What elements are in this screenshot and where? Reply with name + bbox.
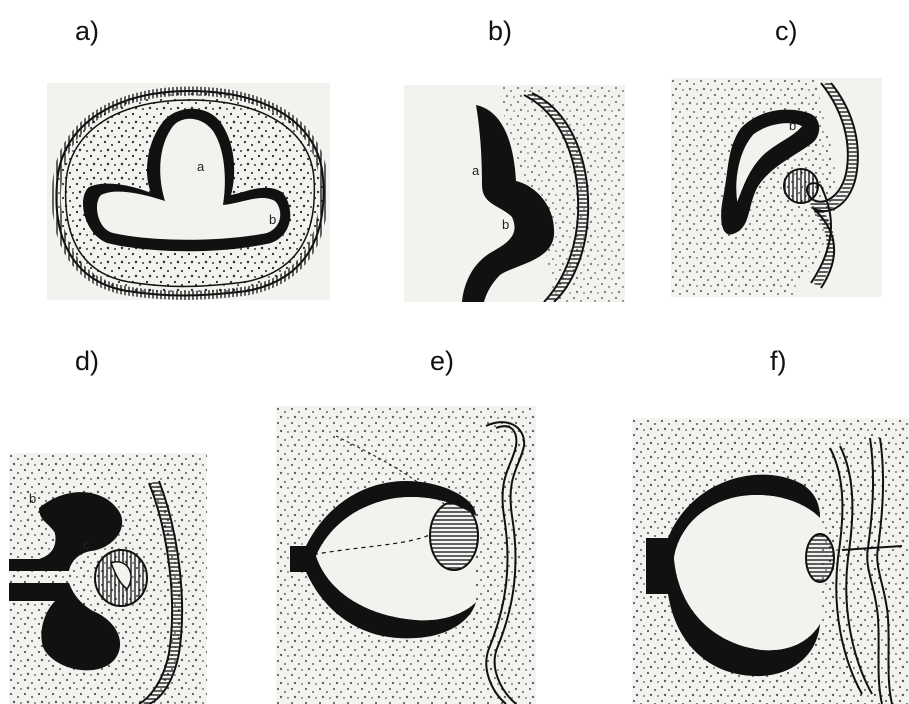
panel-label-b: b) xyxy=(488,18,512,45)
label-a-in-a: a xyxy=(197,159,205,174)
panel-label-c: c) xyxy=(775,18,798,45)
panel-e-figure xyxy=(276,406,536,704)
panel-label-a: a) xyxy=(75,18,99,45)
panel-f-figure xyxy=(632,418,909,704)
label-b-in-b: b xyxy=(502,217,509,232)
panel-c-figure: b xyxy=(671,78,882,297)
panel-d-figure: b c xyxy=(9,453,207,704)
panel-a-figure: a b xyxy=(47,83,330,300)
label-c-in-d: c xyxy=(83,537,90,552)
panel-label-d: d) xyxy=(75,348,99,375)
panel-b-figure: a b xyxy=(404,85,625,302)
label-a-in-b: a xyxy=(472,163,480,178)
label-b-in-c: b xyxy=(789,118,796,133)
panel-label-f: f) xyxy=(770,348,787,375)
label-b-in-d: b xyxy=(29,491,36,506)
label-b-in-a: b xyxy=(269,212,276,227)
panel-label-e: e) xyxy=(430,348,454,375)
